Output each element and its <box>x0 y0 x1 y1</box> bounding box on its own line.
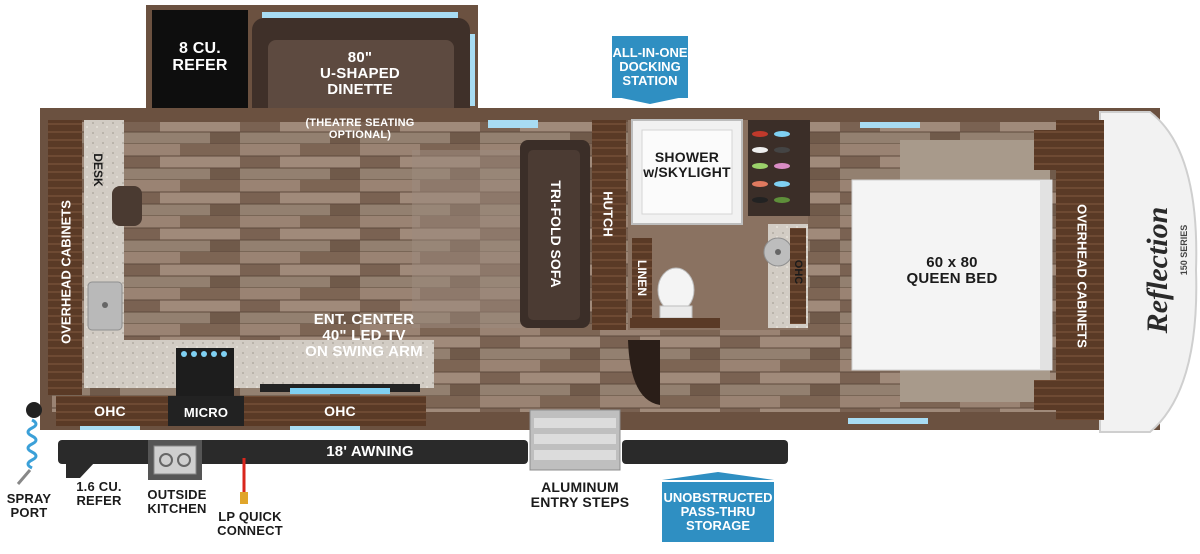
awning-bar <box>58 440 528 464</box>
micro-label: MICRO <box>183 405 229 420</box>
queen-bed-label: 60 x 80 QUEEN BED <box>906 254 998 288</box>
outside-kitchen-label: OUTSIDE KITCHEN <box>147 487 207 517</box>
brand-logo: Reflection <box>1141 206 1174 334</box>
stovetop-icon <box>181 351 227 357</box>
overhead-cabinets-left <box>48 120 82 395</box>
ohc-left-label: OHC <box>94 403 126 419</box>
shower-label: SHOWER w/SKYLIGHT <box>643 149 731 181</box>
bath-door <box>628 340 660 405</box>
lp-quick-connect-label: LP QUICK CONNECT <box>217 509 283 539</box>
window-dinette-top <box>262 12 458 18</box>
front-cap <box>1099 111 1198 433</box>
spray-port-label: SPRAY PORT <box>6 491 52 521</box>
coiled-hose-icon <box>16 402 42 485</box>
hutch-label: HUTCH <box>600 191 616 237</box>
overhead-cabinets-right <box>1056 120 1104 420</box>
dinette-label: 80" U-SHAPED DINETTE <box>320 49 400 99</box>
refer-8cu-box <box>152 10 248 120</box>
awning-label: 18' AWNING <box>326 443 414 460</box>
sofa-slideout-area <box>412 150 522 328</box>
micro-box <box>168 396 244 426</box>
desk-label: DESK <box>91 153 105 187</box>
ohc-mid-label: OHC <box>324 403 356 419</box>
desk-chair <box>112 186 142 226</box>
linen-label: LINEN <box>635 260 649 296</box>
hutch-cabinet <box>592 120 626 330</box>
refer-8cu-label: 8 CU. REFER <box>172 40 228 75</box>
toilet-icon <box>657 267 695 319</box>
overhead-cabinets-left-label: OVERHEAD CABINETS <box>58 200 74 344</box>
ent-center-label: ENT. CENTER 40" LED TV ON SWING ARM <box>305 311 423 361</box>
ohc-bath-cabinet <box>790 228 806 324</box>
refer-16cu-icon <box>66 446 110 478</box>
refer-16cu-label: 1.6 CU. REFER <box>76 479 122 509</box>
ohc-bath-label: OHC <box>792 259 804 285</box>
docking-station-badge: ALL-IN-ONE DOCKING STATION <box>612 36 688 98</box>
queen-bed <box>851 179 1053 371</box>
linen-cabinet <box>632 238 652 322</box>
tri-fold-sofa-label: TRI-FOLD SOFA <box>548 180 564 288</box>
bath-sink-icon <box>763 237 793 267</box>
aluminum-entry-steps-label: ALUMINUM ENTRY STEPS <box>530 479 630 511</box>
overhead-cabinets-right-label: OVERHEAD CABINETS <box>1074 204 1090 348</box>
pass-thru-storage-badge: UNOBSTRUCTED PASS-THRU STORAGE <box>662 482 774 542</box>
brand-series: 150 SERIES <box>1179 224 1189 276</box>
dinette-note-label: (THEATRE SEATING OPTIONAL) <box>305 117 415 141</box>
